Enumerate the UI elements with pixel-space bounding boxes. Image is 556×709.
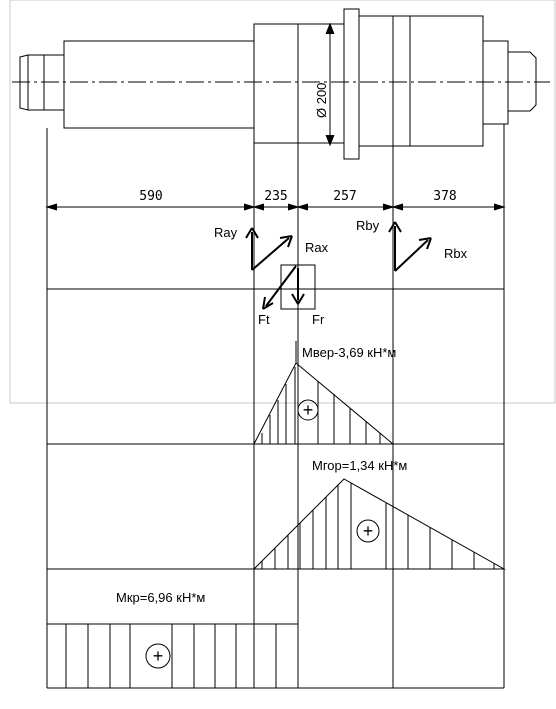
- shaft-drawing: [12, 8, 550, 160]
- vertical-moment-diagram: [253, 341, 395, 445]
- fr-label: Fr: [312, 312, 325, 327]
- diameter-label: Ø 200: [314, 83, 329, 118]
- dim-segment-4: 378: [433, 189, 456, 204]
- rax-arrow: [251, 237, 290, 271]
- ft-arrow: [265, 265, 297, 307]
- rax-label: Rax: [305, 240, 329, 255]
- vertical-moment-label: Мвер-3,69 кН*м: [302, 345, 396, 360]
- horizontal-moment-sign: +: [363, 521, 374, 541]
- ft-label: Ft: [258, 312, 270, 327]
- torque-sign: +: [153, 646, 164, 666]
- horizontal-moment-label: Мгор=1,34 кН*м: [312, 458, 407, 473]
- torque-label: Мкр=6,96 кН*м: [116, 590, 205, 605]
- dimension-line: [45, 203, 506, 211]
- rby-label: Rby: [356, 218, 380, 233]
- vertical-moment-sign: +: [303, 400, 314, 420]
- diagram-grid: [46, 24, 505, 689]
- sheet-frame: [9, 0, 556, 404]
- ray-label: Ray: [214, 225, 238, 240]
- dim-segment-2: 235: [264, 189, 287, 204]
- force-arrows: [245, 221, 432, 272]
- dim-segment-3: 257: [333, 189, 356, 204]
- torque-diagram: [47, 623, 298, 688]
- dim-segment-1: 590: [139, 189, 162, 204]
- horizontal-moment-diagram: [252, 478, 506, 570]
- rbx-arrow: [394, 239, 429, 272]
- rbx-label: Rbx: [444, 246, 468, 261]
